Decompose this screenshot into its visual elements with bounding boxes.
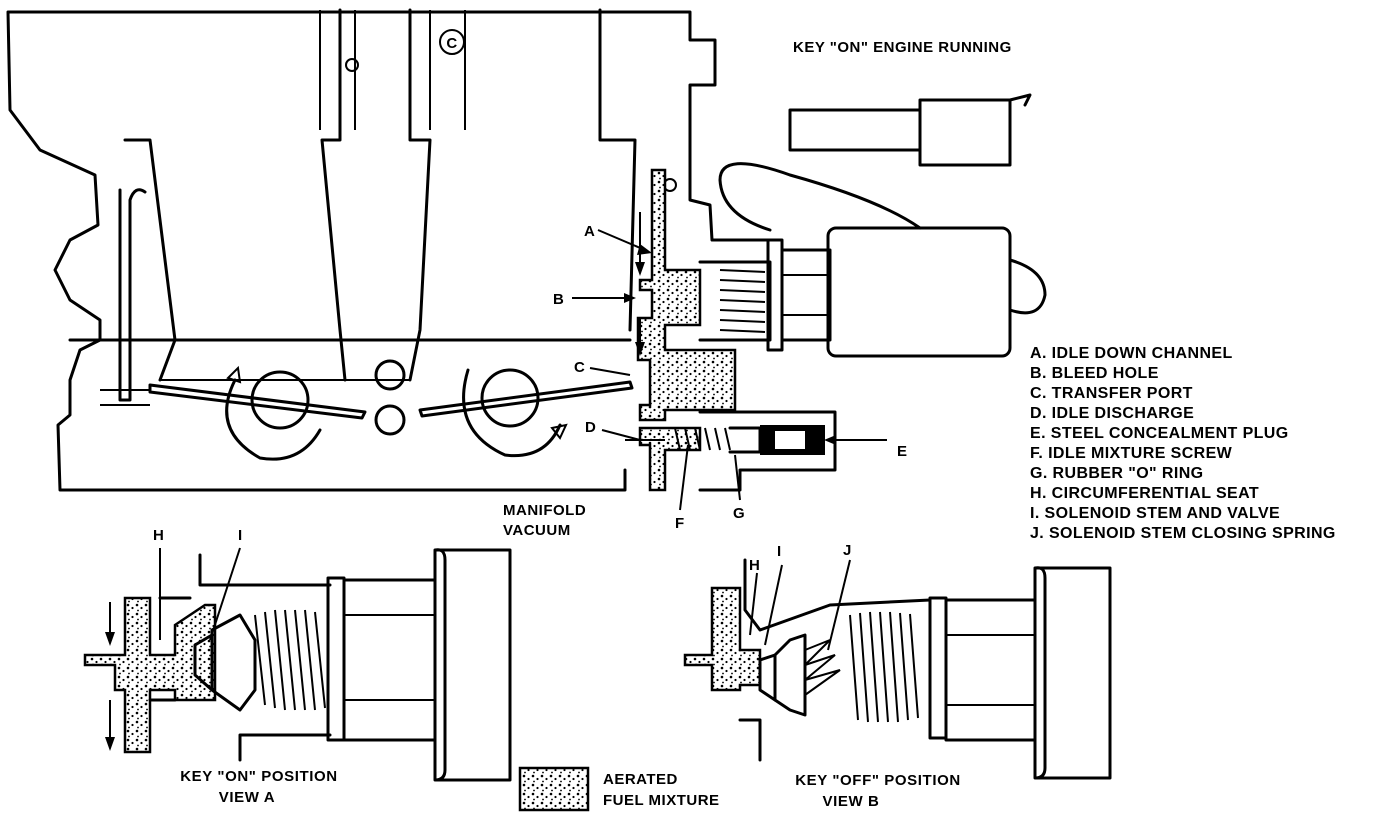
view-b-callout-j: J [843,542,852,559]
legend: A. IDLE DOWN CHANNEL B. BLEED HOLE C. TR… [1030,345,1336,542]
svg-text:C: C [446,35,457,52]
legend-item-j: J. SOLENOID STEM CLOSING SPRING [1030,525,1336,542]
view-a-caption-line1: KEY "ON" POSITION [180,768,338,785]
legend-item-h: H. CIRCUMFERENTIAL SEAT [1030,485,1259,502]
view-b-detail [683,558,1112,780]
callout-a: A [584,223,595,240]
view-b-callout-i: I [777,543,782,560]
manifold-label-line1: MANIFOLD [503,502,586,519]
callout-g: G [733,505,745,522]
callout-b: B [553,291,564,308]
legend-item-f: F. IDLE MIXTURE SCREW [1030,445,1233,462]
key-label-line2: FUEL MIXTURE [603,792,720,809]
legend-item-a: A. IDLE DOWN CHANNEL [1030,345,1233,362]
callout-f: F [675,515,685,532]
legend-item-c: C. TRANSFER PORT [1030,385,1193,402]
legend-item-g: G. RUBBER "O" RING [1030,465,1204,482]
manifold-label-line2: VACUUM [503,522,571,539]
idle-circuit [635,168,737,492]
diagram-title: KEY "ON" ENGINE RUNNING [793,39,1012,56]
callout-e: E [897,443,908,460]
main-callout-leaders [572,229,887,511]
view-b-caption-line1: KEY "OFF" POSITION [795,772,961,789]
view-a-callout-i: I [238,527,243,544]
solenoid-assembly [698,93,1047,358]
legend-item-d: D. IDLE DISCHARGE [1030,405,1194,422]
callout-d: D [585,419,596,436]
mixture-screw-assembly [625,410,837,492]
carburetor-body [6,8,772,492]
view-b-callout-h: H [749,557,760,574]
aerated-fuel-key: AERATED FUEL MIXTURE [518,766,720,812]
view-a-callout-h: H [153,527,164,544]
legend-item-e: E. STEEL CONCEALMENT PLUG [1030,425,1289,442]
view-a-detail [83,547,512,782]
view-b-caption-line2: VIEW B [823,793,880,810]
legend-item-i: I. SOLENOID STEM AND VALVE [1030,505,1280,522]
view-a-caption-line2: VIEW A [219,789,275,806]
callout-c-circle: C [439,29,465,55]
callout-c: C [574,359,585,376]
legend-item-b: B. BLEED HOLE [1030,365,1159,382]
key-label-line1: AERATED [603,771,678,788]
